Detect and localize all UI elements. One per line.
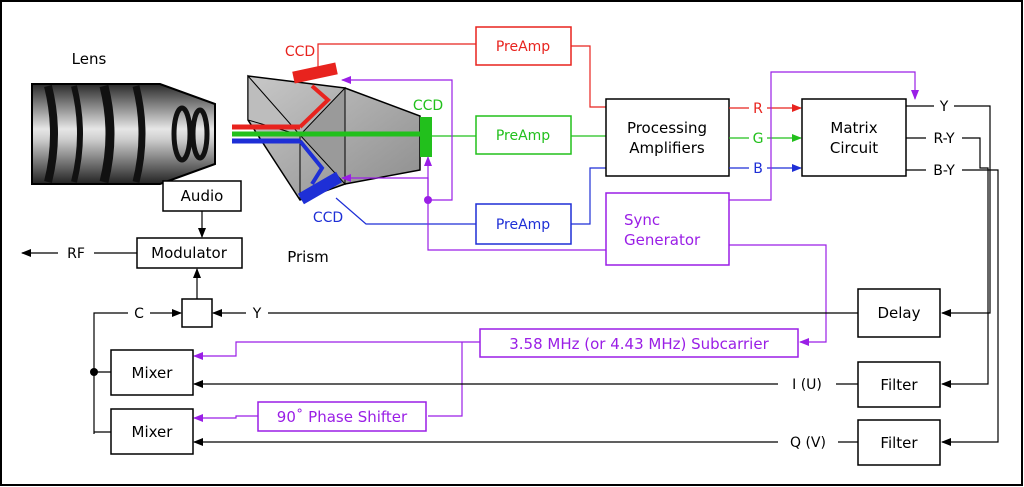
ccd-green: [420, 117, 432, 157]
lens-label: Lens: [72, 50, 107, 68]
light-beams: [232, 84, 420, 186]
wire-ccd-blue-preamp: [335, 197, 476, 225]
by-out-label: B-Y: [933, 163, 955, 179]
delay-label: Delay: [877, 304, 920, 322]
prism-label: Prism: [287, 248, 329, 266]
phase-shifter-label: 90˚ Phase Shifter: [277, 408, 408, 426]
prism-icon: [247, 74, 421, 201]
processing-amplifiers-box: [605, 98, 730, 177]
phase-shifter-box: [257, 401, 427, 432]
mixer-top-label: Mixer: [132, 364, 174, 382]
rf-label: RF: [67, 246, 85, 262]
mixer-bottom-box: [110, 408, 194, 455]
wire-c: [93, 309, 182, 434]
matrix-circuit-box: [801, 98, 907, 177]
y-in-label: Y: [252, 306, 262, 322]
wire-ccd-red-preamp: [317, 43, 476, 68]
preamp-blue-box: [475, 203, 572, 245]
subcarrier-label: 3.58 MHz (or 4.43 MHz) Subcarrier: [509, 335, 769, 353]
ccd-blue: [297, 171, 343, 205]
audio-box: [162, 180, 242, 212]
sync-label-1: Sync: [624, 211, 660, 229]
filter-bottom-box: [857, 419, 941, 466]
modulator-label: Modulator: [151, 244, 228, 262]
matrix-label-1: Matrix: [830, 119, 877, 137]
filter-bottom-label: Filter: [880, 434, 918, 452]
ccd-green-label: CCD: [413, 98, 443, 114]
preamp-green-box: [475, 115, 572, 155]
r-label: R: [753, 101, 763, 117]
delay-box: [857, 288, 941, 338]
wire-preamp-red-proc: [571, 45, 606, 108]
processing-label-2: Amplifiers: [629, 139, 705, 157]
y-out-label: Y: [939, 99, 949, 115]
ccd-blue-label: CCD: [313, 210, 343, 226]
ccd-red: [292, 62, 338, 84]
adder-box: [181, 298, 213, 328]
preamp-green-label: PreAmp: [496, 128, 550, 144]
mixer-bottom-label: Mixer: [132, 423, 174, 441]
filter-top-label: Filter: [880, 376, 918, 394]
modulator-box: [136, 237, 243, 269]
subcarrier-box: [479, 328, 799, 358]
wire-preamp-blue-proc: [571, 167, 606, 225]
c-junction-dot: [90, 368, 98, 376]
lens-icon: [31, 83, 216, 185]
sync-label-2: Generator: [624, 231, 701, 249]
wire-ry-out: [906, 137, 989, 388]
processing-label-1: Processing: [627, 119, 707, 137]
preamp-red-label: PreAmp: [496, 39, 550, 55]
matrix-label-2: Circuit: [830, 139, 878, 157]
c-label: C: [134, 306, 144, 322]
preamp-blue-label: PreAmp: [496, 217, 550, 233]
q-v-label: Q (V): [790, 435, 826, 451]
ccd-red-label: CCD: [285, 44, 315, 60]
audio-label: Audio: [181, 187, 224, 205]
sync-generator-box: [605, 192, 730, 266]
preamp-red-box: [475, 26, 572, 66]
mixer-top-box: [110, 349, 194, 396]
i-u-label: I (U): [792, 377, 822, 393]
sync-wiring: [193, 71, 919, 422]
ry-out-label: R-Y: [933, 131, 955, 147]
g-label: G: [753, 131, 764, 147]
sync-junction-dot: [424, 196, 432, 204]
filter-top-box: [857, 361, 941, 408]
b-label: B: [753, 161, 763, 177]
